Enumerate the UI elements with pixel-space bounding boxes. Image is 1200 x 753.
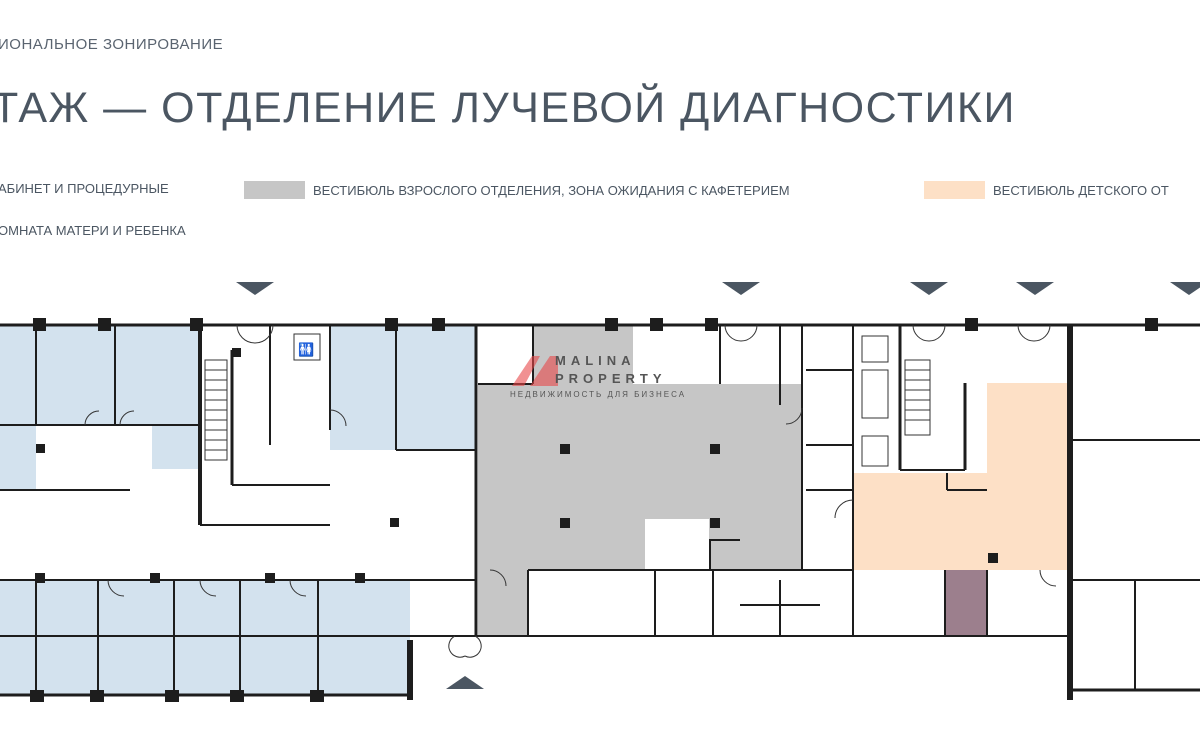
section-subtitle: ИОНАЛЬНОЕ ЗОНИРОВАНИЕ: [0, 36, 224, 53]
entrance-arrow-icon[interactable]: [236, 282, 1200, 689]
child-lobby-zone: [853, 383, 1069, 570]
mother-child-room: [945, 570, 987, 636]
legend-label: ВЕСТИБЮЛЬ ВЗРОСЛОГО ОТДЕЛЕНИЯ, ЗОНА ОЖИД…: [313, 182, 790, 198]
doors: [84, 324, 1057, 658]
watermark-line2: PROPERTY: [555, 371, 667, 386]
malina-logo-icon: [512, 356, 558, 386]
legend-swatch: [924, 181, 985, 199]
watermark-tagline: НЕДВИЖИМОСТЬ ДЛЯ БИЗНЕСА: [510, 390, 687, 399]
office-zones: [0, 325, 476, 695]
watermark-line1: MALINA: [555, 353, 636, 368]
legend-item-adult-lobby: ВЕСТИБЮЛЬ ВЗРОСЛОГО ОТДЕЛЕНИЯ, ЗОНА ОЖИД…: [244, 181, 790, 199]
floor-plan: 🚻: [0, 282, 1200, 702]
legend-item-offices: АБИНЕТ И ПРОЦЕДУРНЫЕ: [0, 181, 169, 196]
walls: [0, 323, 1200, 700]
restroom-icon: 🚻: [293, 333, 889, 467]
adult-lobby-zone: [478, 325, 802, 636]
legend-item-child-lobby: ВЕСТИБЮЛЬ ДЕТСКОГО ОТ: [924, 181, 1169, 199]
page-title: ТАЖ — ОТДЕЛЕНИЕ ЛУЧЕВОЙ ДИАГНОСТИКИ: [0, 84, 1016, 132]
lobby-notch: [645, 519, 709, 570]
legend-swatch: [244, 181, 305, 199]
watermark-name: MALINA PROPERTY: [555, 352, 667, 388]
legend-label: ВЕСТИБЮЛЬ ДЕТСКОГО ОТ: [993, 182, 1169, 198]
stairs-icon: [204, 359, 931, 461]
legend-label: ОМНАТА МАТЕРИ И РЕБЕНКА: [0, 223, 186, 238]
columns: [30, 318, 1158, 702]
legend-label: АБИНЕТ И ПРОЦЕДУРНЫЕ: [0, 181, 169, 196]
legend-item-mother-child: ОМНАТА МАТЕРИ И РЕБЕНКА: [0, 223, 186, 238]
svg-text:🚻: 🚻: [298, 342, 314, 357]
